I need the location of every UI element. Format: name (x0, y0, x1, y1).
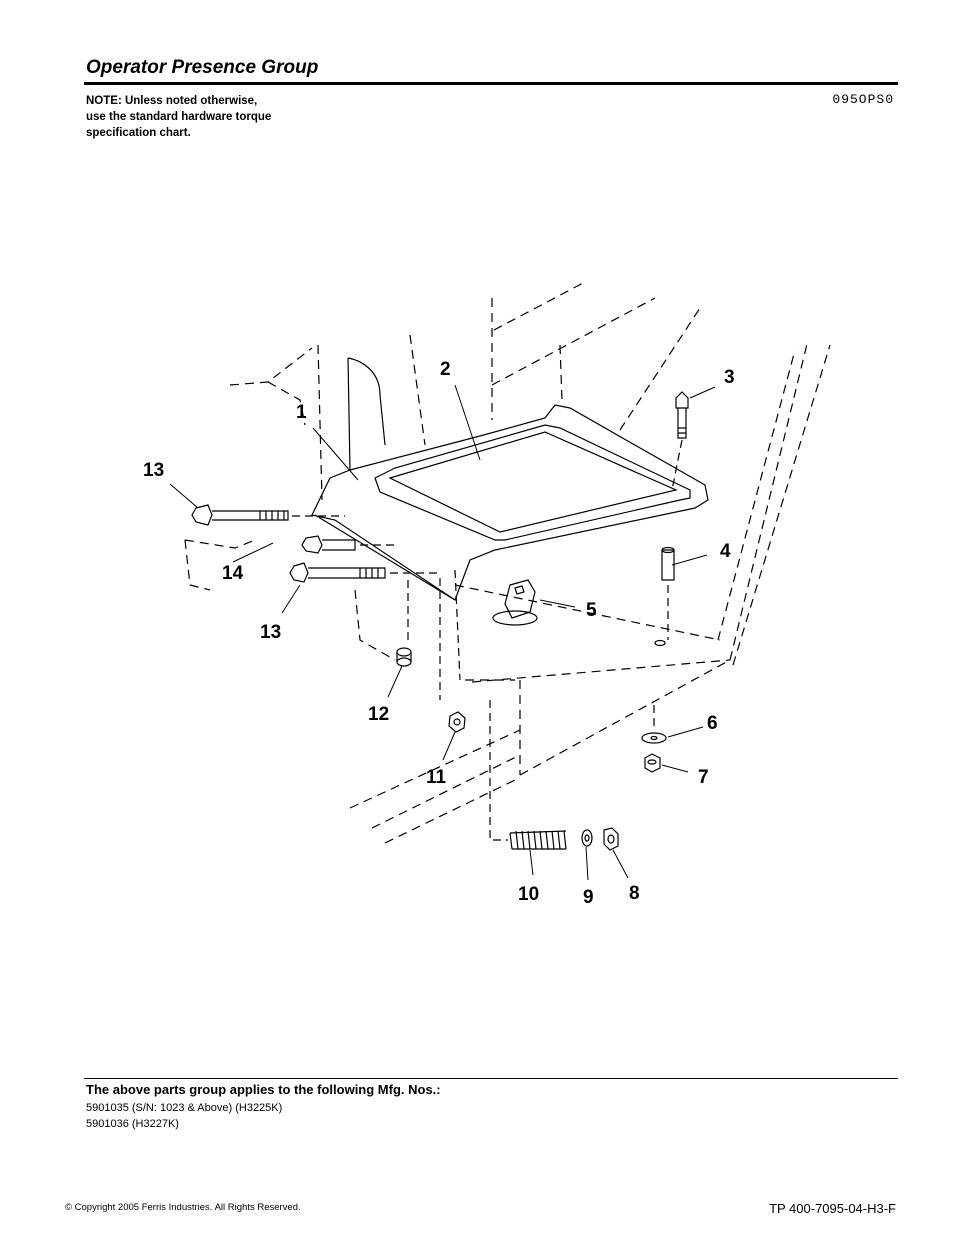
spring-10 (509, 830, 567, 850)
callout-2: 2 (440, 359, 451, 380)
leader-lines (169, 384, 716, 881)
applies-heading: The above parts group applies to the fol… (86, 1082, 441, 1097)
document-number: TP 400-7095-04-H3-F (769, 1201, 896, 1216)
callout-9: 9 (583, 887, 594, 908)
callout-6: 6 (707, 713, 718, 734)
torque-note: NOTE: Unless noted otherwise, use the st… (86, 93, 326, 141)
callout-numbers: 1 2 3 4 5 6 7 8 9 10 11 12 13 13 14 (143, 359, 735, 908)
nut-11 (448, 711, 466, 733)
nut-8 (603, 827, 619, 851)
bolt-13-upper (191, 504, 345, 526)
callout-12: 12 (368, 704, 389, 725)
bolt-3 (671, 391, 689, 491)
bolt-13-lower (289, 562, 440, 583)
mfg-number-item: 5901036 (H3227K) (86, 1117, 179, 1130)
callout-13-upper: 13 (143, 460, 164, 481)
callout-10: 10 (518, 884, 539, 905)
frame-outline (184, 281, 831, 844)
note-line: NOTE: Unless noted otherwise, (86, 95, 258, 107)
note-line: use the standard hardware torque (86, 111, 272, 123)
washer-6 (641, 732, 667, 744)
header-rule (84, 82, 898, 85)
mfg-number-item: 5901035 (S/N: 1023 & Above) (H3225K) (86, 1102, 283, 1114)
callout-7: 7 (698, 767, 709, 788)
seat-mount-bracket (311, 357, 709, 601)
callout-8: 8 (629, 883, 640, 904)
switch-5 (492, 579, 538, 626)
callout-13-lower: 13 (260, 622, 281, 643)
callout-1: 1 (296, 402, 307, 423)
spacer-12 (396, 647, 412, 667)
callout-11: 11 (426, 767, 447, 788)
nut-7 (644, 753, 661, 773)
page-title: Operator Presence Group (86, 57, 319, 78)
copyright-notice: © Copyright 2005 Ferris Industries. All … (65, 1202, 301, 1213)
bolt-14 (301, 535, 395, 554)
washer-9 (581, 829, 593, 847)
callout-5: 5 (586, 600, 597, 621)
drawing-code: 095OPS0 (832, 92, 894, 107)
callout-3: 3 (724, 367, 735, 388)
callout-4: 4 (720, 541, 731, 562)
callout-14: 14 (222, 563, 244, 584)
footer-rule (84, 1078, 898, 1079)
spacer-4 (654, 546, 675, 647)
mfg-number-list: 5901035 (S/N: 1023 & Above) (H3225K) 590… (86, 1101, 282, 1132)
note-line: specification chart. (86, 127, 191, 139)
